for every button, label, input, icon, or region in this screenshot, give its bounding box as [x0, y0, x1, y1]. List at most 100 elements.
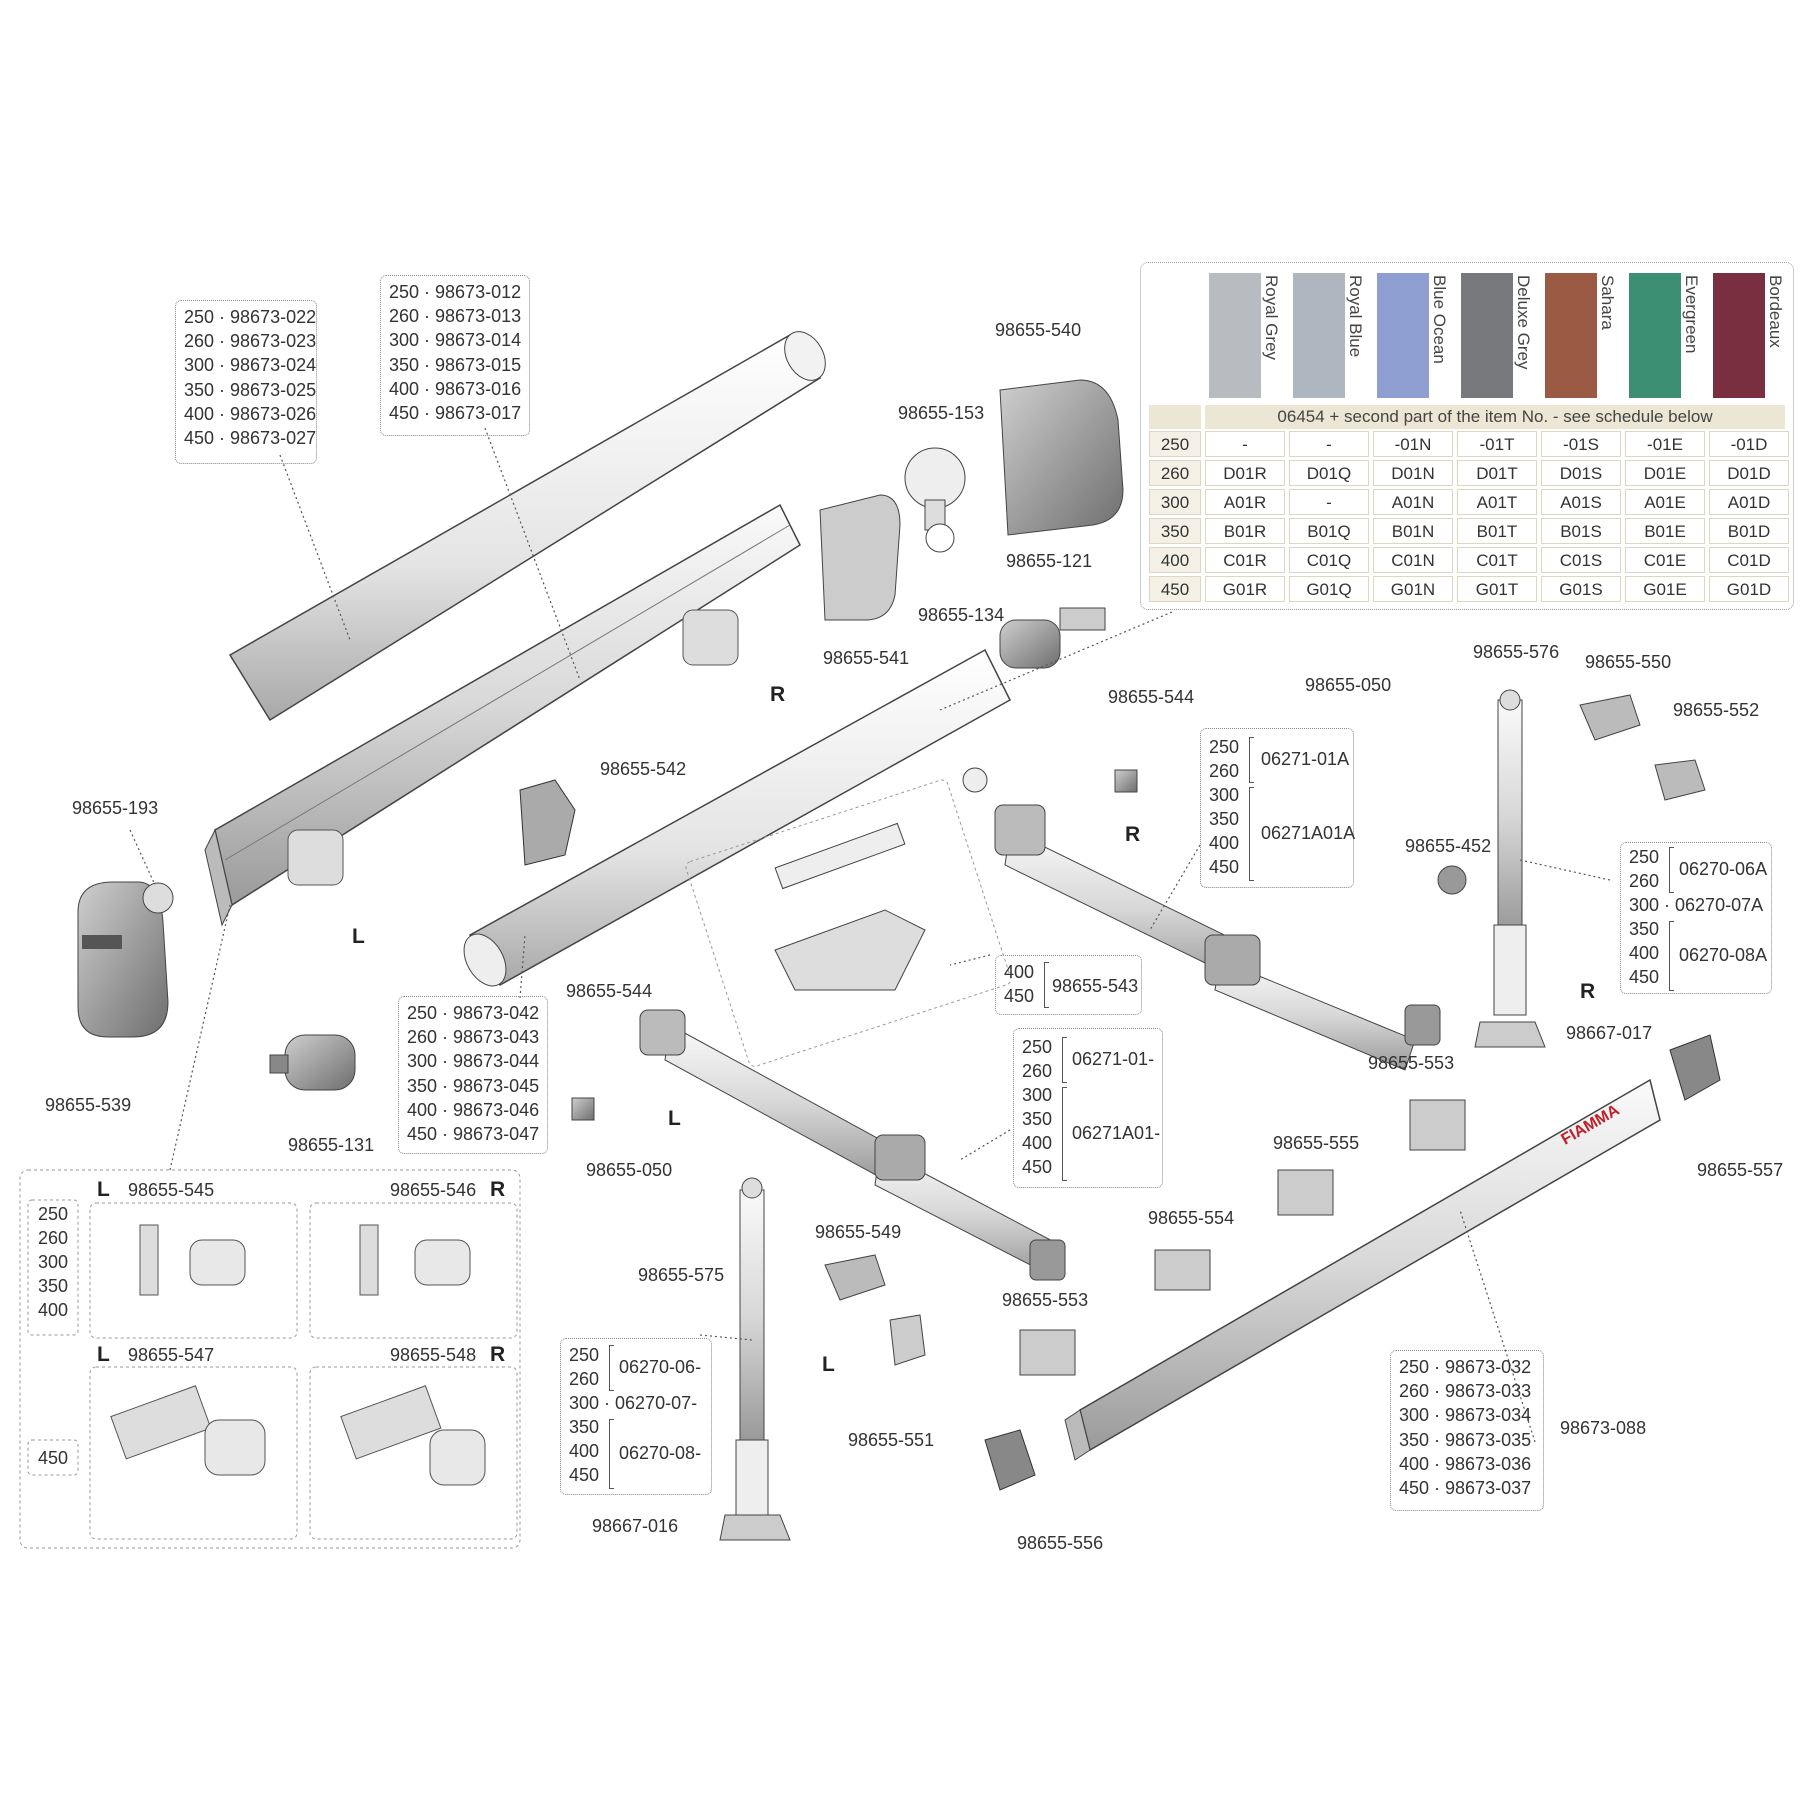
label-98655-546: 98655-546: [390, 1180, 477, 1200]
label-98655-539: 98655-539: [45, 1095, 132, 1115]
table-code-cell: -01T: [1457, 431, 1537, 457]
bracket-kit-frame: [19, 1169, 521, 1549]
table-code-cell: -01E: [1625, 431, 1705, 457]
end-cap-right-540: [999, 379, 1124, 536]
label-98655-550: 98655-550: [1585, 652, 1672, 672]
part-number-row: 260 · 98673-043: [407, 1027, 540, 1048]
side-mark-l-leg: L: [822, 1353, 835, 1376]
table-code-cell: G01D: [1709, 576, 1789, 602]
table-code-cell: A01S: [1541, 489, 1621, 515]
label-98655-544-right: 98655-544: [1108, 687, 1195, 707]
table-code-cell: G01Q: [1289, 576, 1369, 602]
label-98655-131: 98655-131: [288, 1135, 375, 1155]
swatch-label: Royal Blue: [1346, 275, 1365, 358]
table-code-cell: G01T: [1457, 576, 1537, 602]
table-code-cell: D01E: [1625, 460, 1705, 486]
side-mark-l-arm: L: [668, 1107, 681, 1130]
part-number-row: 250 · 98673-012: [389, 282, 522, 302]
swatch-bordeaux: [1713, 273, 1765, 398]
label-98655-050-right: 98655-050: [1305, 675, 1392, 695]
table-code-cell: D01R: [1205, 460, 1285, 486]
label-98655-452: 98655-452: [1405, 836, 1492, 856]
part-number-row: 300 · 98673-034: [1399, 1405, 1532, 1426]
part-number-row: 400 · 98673-046: [407, 1099, 540, 1120]
part-number-row: 400 · 98673-016: [389, 378, 522, 399]
table-code-cell: D01D: [1709, 460, 1789, 486]
table-code-cell: B01R: [1205, 518, 1285, 544]
roller-end-121: [999, 607, 1106, 669]
table-size-cell: 260: [1149, 460, 1201, 486]
table-code-cell: G01E: [1625, 576, 1705, 602]
table-code-cell: -01D: [1709, 431, 1789, 457]
main-profile: [204, 503, 801, 927]
bushing: [142, 882, 174, 914]
label-98655-551: 98655-551: [848, 1430, 935, 1450]
table-code-cell: C01D: [1709, 547, 1789, 573]
label-98655-134: 98655-134: [918, 605, 1005, 625]
part-number-row: 260 · 98673-033: [1399, 1381, 1532, 1402]
table-code-cell: B01Q: [1289, 518, 1369, 544]
cover-tube: [228, 331, 826, 722]
side-mark-l-profile: L: [352, 925, 365, 948]
label-98667-017: 98667-017: [1566, 1023, 1653, 1043]
table-size-cell: 400: [1149, 547, 1201, 573]
tension-kit-parts: [774, 822, 926, 991]
part-number-row: 450 · 98673-027: [184, 428, 317, 449]
table-code-cell: D01N: [1373, 460, 1453, 486]
label-98655-553-left: 98655-553: [1002, 1290, 1089, 1310]
swatch-deluxe-grey: [1461, 273, 1513, 398]
table-size-cell: 450: [1149, 576, 1201, 602]
swatch-label: Royal Grey: [1262, 275, 1281, 361]
swatch-royal-blue: [1293, 273, 1345, 398]
table-code-cell: B01N: [1373, 518, 1453, 544]
swatch-label: Evergreen: [1682, 275, 1701, 354]
label-98655-193: 98655-193: [72, 798, 159, 818]
swatch-label: Deluxe Grey: [1514, 275, 1533, 370]
part-number-row: 250 · 98673-042: [407, 1003, 540, 1023]
table-code-cell: -: [1205, 431, 1285, 457]
label-98667-016: 98667-016: [592, 1516, 679, 1536]
part-number-row: 450 · 98673-047: [407, 1124, 540, 1145]
crank-153: [904, 447, 966, 553]
side-mark-kit-548: R: [490, 1343, 506, 1366]
label-98655-547: 98655-547: [128, 1345, 215, 1365]
table-code-cell: D01Q: [1289, 460, 1369, 486]
part-number-row: 260 · 98673-023: [184, 331, 317, 352]
table-header: 06454 + second part of the item No. - se…: [1205, 405, 1785, 429]
table-code-cell: -01S: [1541, 431, 1621, 457]
part-number-row: 260 · 98673-013: [389, 306, 522, 327]
part-number-row: 350 · 98673-045: [407, 1075, 540, 1096]
roller-end-131: [269, 1034, 356, 1091]
table-code-cell: B01D: [1709, 518, 1789, 544]
part-number-row: 350 · 98673-025: [184, 379, 317, 400]
part-number-row: 350 · 98673-035: [1399, 1429, 1532, 1450]
label-98655-540: 98655-540: [995, 320, 1082, 340]
table-code-cell: C01Q: [1289, 547, 1369, 573]
side-mark-r-leg: R: [1580, 980, 1596, 1003]
table-size-cell: 350: [1149, 518, 1201, 544]
tension-kit-frame: [685, 779, 1012, 1067]
bracket-kit-450: 450: [38, 1448, 69, 1468]
end-cap-left: [77, 881, 169, 1038]
table-code-cell: G01S: [1541, 576, 1621, 602]
swatch-blue-ocean: [1377, 273, 1429, 398]
roller-tube: [463, 648, 1011, 987]
label-98655-549: 98655-549: [815, 1222, 902, 1242]
label-98673-088: 98673-088: [1560, 1418, 1647, 1438]
part-number-row: 450 · 98673-017: [389, 403, 522, 424]
swatch-label: Blue Ocean: [1430, 275, 1449, 364]
side-mark-kit-547: L: [97, 1343, 110, 1366]
table-code-cell: G01R: [1205, 576, 1285, 602]
rail-small-parts: [824, 694, 1721, 1491]
table-code-cell: C01T: [1457, 547, 1537, 573]
side-mark-kit-546: R: [490, 1178, 506, 1201]
part-number-row: 250 · 98673-022: [184, 307, 317, 327]
